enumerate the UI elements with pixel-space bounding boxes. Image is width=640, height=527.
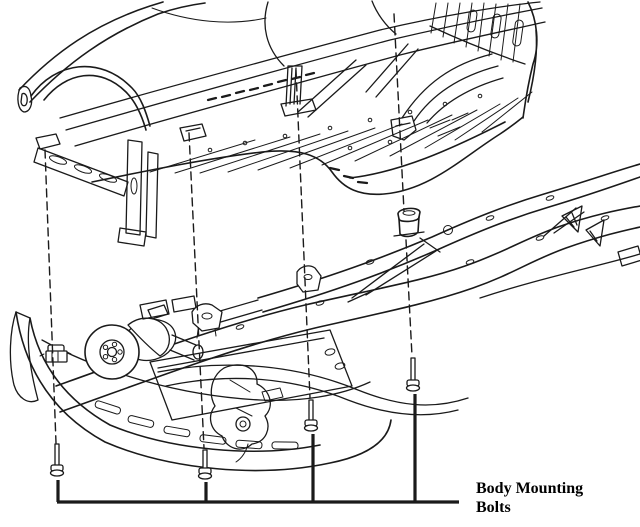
cab-mount-bracket-2: [179, 123, 207, 142]
leader-line-4: [393, 13, 413, 357]
cab-mount-pillar-3: [280, 65, 317, 117]
frame-group: [55, 163, 640, 413]
frame-rail-far: [257, 163, 640, 313]
front-bumper-slots: [94, 400, 299, 450]
frame-crossmember-mid: [347, 237, 441, 303]
cab-floor-hardware: [429, 112, 469, 137]
pillar-slot: [130, 177, 138, 195]
callout-bracket: [56, 394, 459, 504]
engine-accessories: [139, 295, 197, 320]
front-suspension-group: [9, 295, 469, 472]
front-bumper-outline: [15, 311, 392, 472]
label-line-1: Body Mounting: [476, 480, 584, 497]
cab-sill-ribs: [206, 71, 369, 185]
steering-gear: [209, 364, 284, 463]
skid-plate: [149, 329, 353, 421]
cab-side-beltline: [59, 1, 546, 147]
bolt-3: [303, 399, 319, 432]
body-mounting-bolts-label: Body Mounting Bolts: [476, 479, 626, 517]
axle-cap: [192, 344, 204, 360]
cab-hinge-pillar: [117, 139, 159, 247]
cab-cowl-lines: [151, 7, 267, 23]
bolt-1: [49, 443, 65, 477]
body-mount-3: [296, 265, 322, 293]
bolt-4: [405, 357, 421, 392]
brake-rotor: [84, 324, 140, 380]
leader-line-2: [188, 132, 205, 449]
body-mount-4: [393, 207, 425, 238]
cab-bed-panel: [429, 1, 538, 119]
cab-mount-bracket-front: [35, 133, 61, 150]
body-mount-2: [191, 303, 223, 339]
frame-rail-near-flange: [479, 253, 640, 299]
cab-floor-tunnel: [401, 53, 504, 124]
bolt-2: [197, 449, 213, 480]
leader-line-3: [295, 69, 311, 399]
cab-floor-ribs: [149, 91, 533, 174]
frame-shock-bracket: [617, 245, 640, 267]
cab-radiator-support: [33, 147, 129, 197]
cab-fender-corner: [17, 85, 33, 113]
front-bumper-endcap: [9, 311, 39, 403]
skid-plate-slots: [324, 348, 346, 370]
cab-floor-holes: [207, 93, 483, 153]
body-mount-1: [39, 344, 72, 363]
cab-fender-outline: [18, 1, 206, 103]
cab-door-edges: [264, 0, 397, 67]
cab-bottom-edge: [91, 116, 524, 196]
cab-mount-bracket-4: [390, 115, 417, 141]
cab-floor-crossmembers: [297, 43, 419, 118]
cab-wheel-arch: [30, 65, 151, 131]
front-axle: [169, 334, 197, 361]
cab-body-group: [17, 0, 546, 247]
label-line-2: Bolts: [476, 499, 511, 516]
cab-support-slots: [48, 155, 118, 183]
leader-line-1: [44, 149, 57, 444]
frame-rear-gussets: [561, 205, 605, 247]
sway-bar: [157, 364, 469, 416]
